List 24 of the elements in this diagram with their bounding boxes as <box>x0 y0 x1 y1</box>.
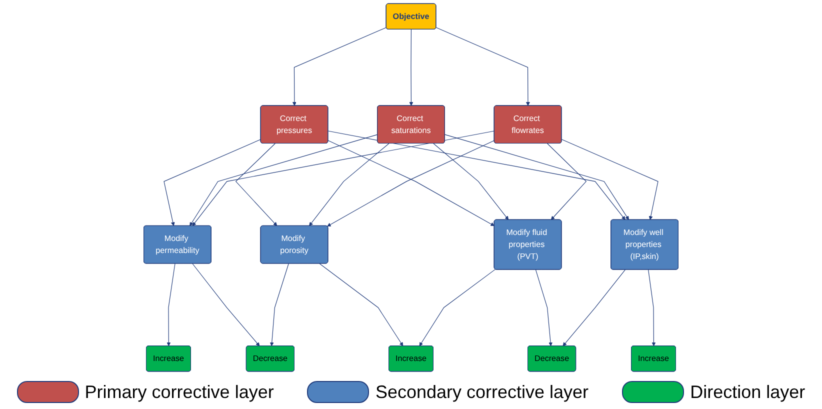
legend-label: Direction layer <box>690 382 806 402</box>
arrow <box>192 130 495 226</box>
arrow <box>436 27 530 106</box>
arrow <box>433 143 509 220</box>
arrow <box>166 263 176 346</box>
arrow <box>270 263 289 346</box>
arrow <box>190 134 378 226</box>
arrow <box>409 29 414 106</box>
arrow <box>292 27 387 106</box>
legend-label: Secondary corrective layer <box>375 382 589 402</box>
arrow <box>547 143 587 220</box>
arrow <box>309 143 390 226</box>
arrow <box>444 134 629 220</box>
arrow <box>164 139 262 226</box>
arrow <box>235 143 278 226</box>
arrow <box>562 269 626 346</box>
arrow <box>328 130 626 220</box>
arrow <box>535 269 553 346</box>
arrow <box>192 263 260 346</box>
arrow <box>319 263 404 346</box>
arrow <box>419 269 496 346</box>
arrow <box>648 269 656 346</box>
legend-label: Primary corrective layer <box>84 382 274 402</box>
arrow <box>561 139 658 220</box>
